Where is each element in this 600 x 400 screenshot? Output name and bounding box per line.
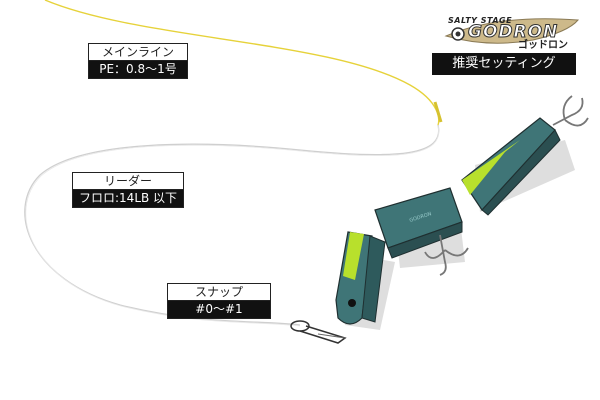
snap-icon [290, 320, 347, 344]
snap-title: スナップ [168, 284, 270, 301]
treble-hook-icon [424, 234, 469, 276]
lure-middle-segment: GODRON [374, 187, 463, 259]
logo-kana-text: ゴッドロン [518, 40, 568, 51]
main-line [44, 0, 440, 126]
logo-fish-icon [444, 18, 580, 44]
lure-tail-segment [461, 117, 561, 216]
line-knot [433, 101, 443, 123]
leader-spec: フロロ:14LB 以下 [73, 190, 183, 207]
main-line-spec: PE：0.8～1号 [89, 61, 187, 78]
main-line-label: メインライン PE：0.8～1号 [88, 43, 188, 79]
lure-head-segment [335, 231, 386, 325]
snap-spec: #0～#1 [168, 301, 270, 318]
logo-small-text: SALTY STAGE [448, 16, 513, 25]
recommended-setting-banner: 推奨セッティング [432, 53, 576, 75]
main-line-title: メインライン [89, 44, 187, 61]
logo-brand-text: GODRON [467, 22, 559, 43]
brand-logo: SALTY STAGE GODRON ゴッドロン [438, 6, 588, 52]
snap-label: スナップ #0～#1 [167, 283, 271, 319]
treble-hook-icon [552, 95, 589, 127]
lure-shadow [345, 140, 575, 330]
leader-title: リーダー [73, 173, 183, 190]
leader-label: リーダー フロロ:14LB 以下 [72, 172, 184, 208]
